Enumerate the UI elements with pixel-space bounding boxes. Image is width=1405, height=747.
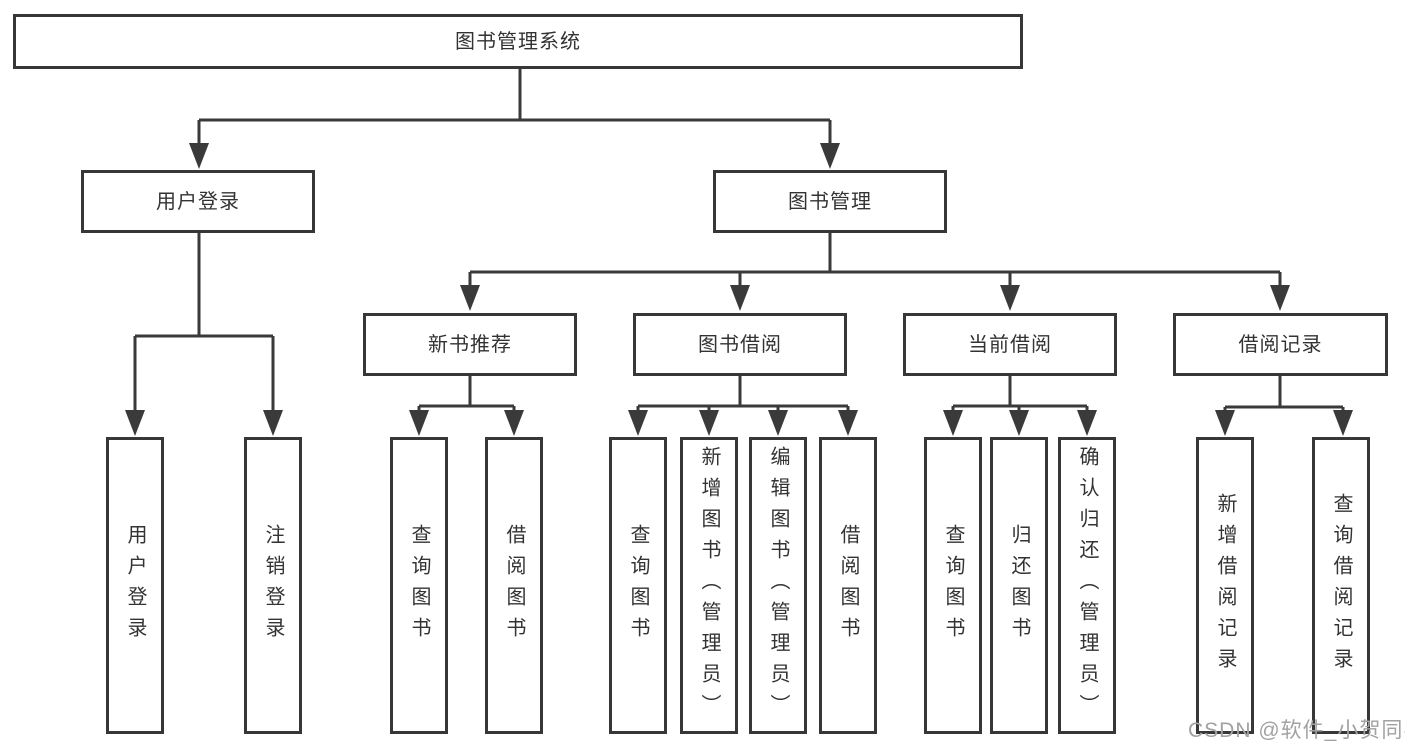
leaf-borrow-books-recommend: 借阅图书	[485, 437, 543, 734]
leaf-add-borrow-record: 新增借阅记录	[1196, 437, 1254, 734]
node-borrowing-records: 借阅记录	[1173, 313, 1388, 376]
connector-book-mgmt-to-level3	[468, 233, 1282, 288]
leaf-query-books-borrow: 查询图书	[609, 437, 667, 734]
arrowhead-down-icon	[1333, 410, 1353, 436]
arrowhead-down-icon	[730, 285, 750, 311]
arrowhead-down-icon	[1009, 410, 1029, 436]
arrowhead-down-icon	[504, 410, 524, 436]
leaf-user-login: 用户登录	[106, 437, 164, 734]
node-book-management: 图书管理	[713, 170, 947, 233]
arrowhead-down-icon	[699, 410, 719, 436]
arrowhead-down-icon	[1000, 285, 1020, 311]
csdn-watermark: CSDN @软件_小贺同学	[1188, 719, 1405, 742]
leaf-edit-books-admin: 编辑图书（管理员）	[749, 437, 807, 734]
connector-user-login-to-leaves	[133, 233, 275, 413]
arrowhead-down-icon	[1270, 285, 1290, 311]
arrowhead-down-icon	[460, 285, 480, 311]
connector-root-to-level2	[197, 69, 832, 146]
arrowhead-down-icon	[838, 410, 858, 436]
arrowhead-down-icon	[1077, 410, 1097, 436]
connector-book-borrow-to-leaves	[636, 376, 850, 413]
arrowhead-down-icon	[768, 410, 788, 436]
connector-new-books-to-leaves	[417, 376, 516, 413]
leaf-confirm-return-admin: 确认归还（管理员）	[1058, 437, 1116, 734]
node-book-borrowing: 图书借阅	[633, 313, 847, 376]
arrowhead-down-icon	[409, 410, 429, 436]
arrowhead-down-icon	[943, 410, 963, 436]
leaf-query-books-recommend: 查询图书	[390, 437, 448, 734]
node-current-borrowing: 当前借阅	[903, 313, 1117, 376]
arrowhead-down-icon	[628, 410, 648, 436]
leaf-add-books-admin: 新增图书（管理员）	[680, 437, 738, 734]
leaf-query-books-current: 查询图书	[924, 437, 982, 734]
arrowhead-down-icon	[263, 410, 283, 436]
leaf-return-books: 归还图书	[990, 437, 1048, 734]
arrowhead-down-icon	[125, 410, 145, 436]
node-new-book-recommend: 新书推荐	[363, 313, 577, 376]
node-root: 图书管理系统	[13, 14, 1023, 69]
leaf-query-borrow-record: 查询借阅记录	[1312, 437, 1370, 734]
node-user-login: 用户登录	[81, 170, 315, 233]
leaf-logout: 注销登录	[244, 437, 302, 734]
connector-borrow-records-to-leaves	[1223, 376, 1345, 413]
arrowhead-down-icon	[189, 143, 209, 169]
arrowhead-down-icon	[820, 143, 840, 169]
leaf-borrow-books: 借阅图书	[819, 437, 877, 734]
connector-current-borrow-to-leaves	[951, 376, 1089, 413]
arrowhead-down-icon	[1215, 410, 1235, 436]
